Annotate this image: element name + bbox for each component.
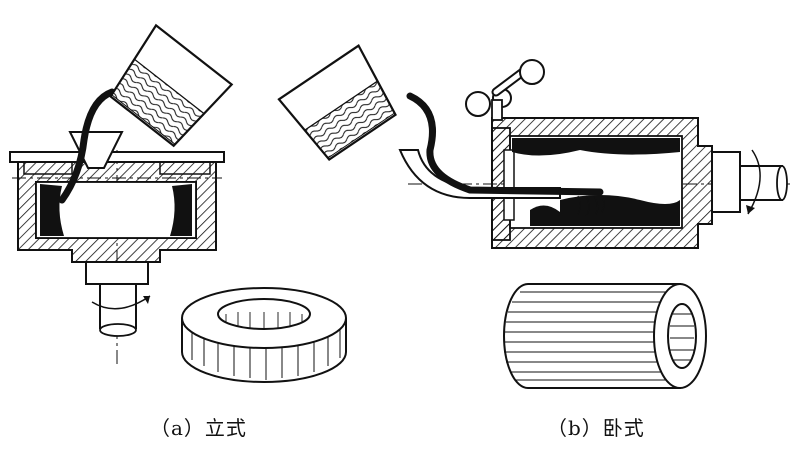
caption-vertical: （a）立式 [150,416,247,440]
pipe-casting-product [503,283,707,389]
vertical-casting-machine [9,23,234,365]
horizontal-casting-machine [277,44,790,249]
ring-casting-product [181,287,347,383]
caption-horizontal: （b）卧式 [547,416,645,440]
